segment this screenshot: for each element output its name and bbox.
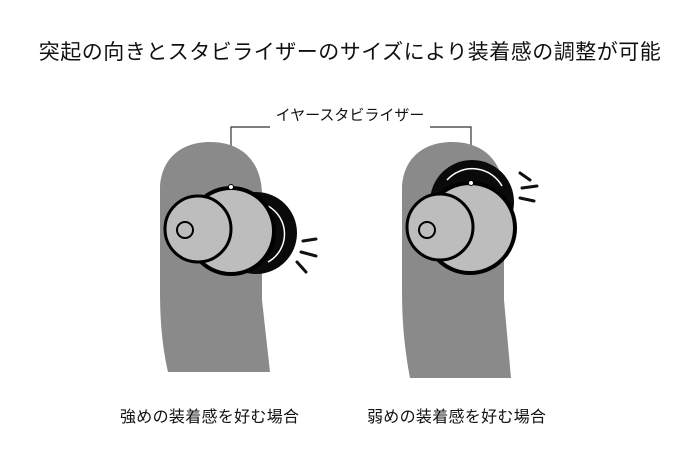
page-title: 突起の向きとスタビライザーのサイズにより装着感の調整が可能 xyxy=(38,40,662,64)
pressure-marks-right xyxy=(518,171,539,203)
earbud-left xyxy=(160,142,318,372)
earbud-right-tip xyxy=(405,192,475,262)
caption-mild-fit: 弱めの装着感を好む場合 xyxy=(367,407,547,426)
stabilizer-callout-label: イヤースタビライザー xyxy=(270,104,430,125)
earbud-right-nozzle xyxy=(418,221,436,239)
caption-strong-fit: 強めの装着感を好む場合 xyxy=(120,407,300,426)
earbud-left-nozzle xyxy=(176,221,194,239)
pressure-marks-left xyxy=(295,237,318,274)
earbud-right xyxy=(402,142,539,378)
earbud-left-tip xyxy=(163,194,233,264)
